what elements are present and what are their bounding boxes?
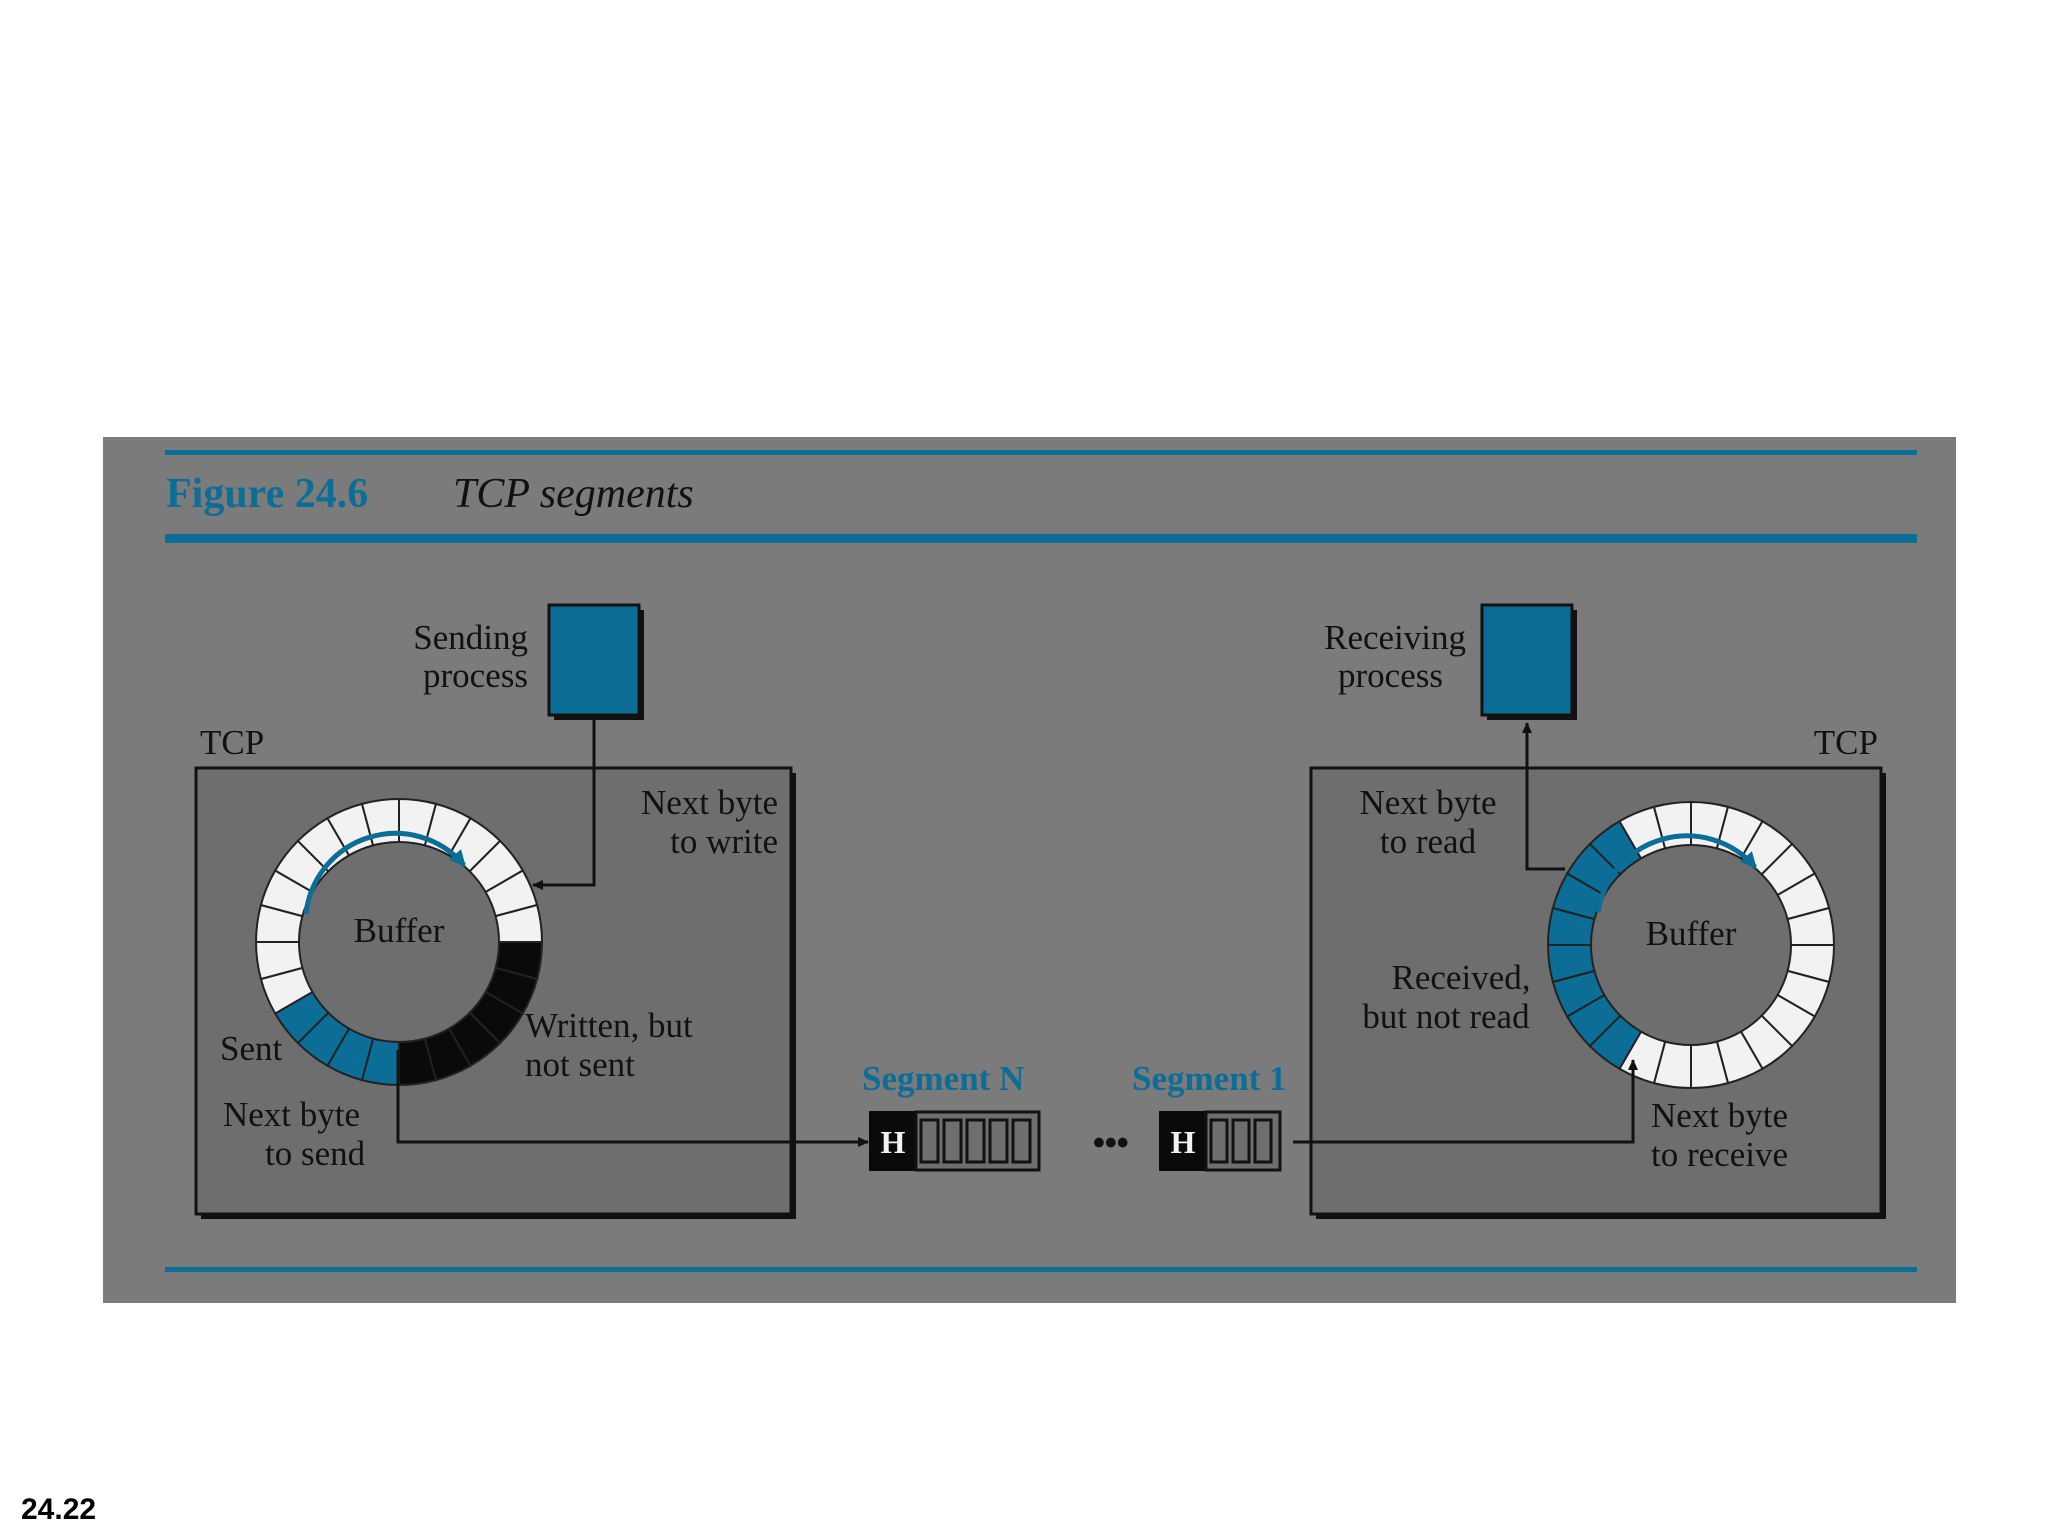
sender-buffer-arrow bbox=[303, 830, 466, 915]
sending-process-label-1: Sending bbox=[413, 618, 528, 657]
figure-panel: Figure 24.6 TCP segments TCP Sending pro… bbox=[103, 437, 1956, 1303]
sender-buffer-cell bbox=[494, 903, 544, 943]
sender-tcp-label: TCP bbox=[200, 723, 264, 762]
write-arrow bbox=[532, 715, 596, 890]
segment-1-data-cell bbox=[1253, 1118, 1273, 1164]
segment-n-header-label: H bbox=[881, 1124, 906, 1160]
sent-label: Sent bbox=[220, 1029, 283, 1068]
next-byte-to-read-2: to read bbox=[1380, 822, 1477, 861]
segment-n-data-cell bbox=[919, 1118, 940, 1164]
segment-n-data-cell bbox=[942, 1118, 963, 1164]
next-byte-to-receive-2: to receive bbox=[1651, 1135, 1788, 1174]
segment-ellipsis: ••• bbox=[1093, 1124, 1129, 1162]
segment-1-header-block bbox=[1159, 1111, 1207, 1171]
received-not-read-2: but not read bbox=[1362, 997, 1530, 1036]
segment-n: H bbox=[869, 1110, 1041, 1172]
segment-n-label: Segment N bbox=[862, 1059, 1024, 1098]
sender-buffer-ring bbox=[254, 797, 544, 1087]
bottom-rule bbox=[165, 1267, 1917, 1272]
receiver-buffer-ring bbox=[1546, 800, 1836, 1090]
receiving-process-label-1: Receiving bbox=[1324, 618, 1466, 657]
segment-n-data-cell bbox=[1011, 1118, 1032, 1164]
read-arrow bbox=[1522, 722, 1565, 871]
next-byte-to-write-2: to write bbox=[670, 822, 778, 861]
written-not-sent-1: Written, but bbox=[525, 1006, 693, 1045]
segment-n-header-block bbox=[869, 1111, 917, 1171]
receiver-buffer-label: Buffer bbox=[1646, 914, 1737, 953]
top-rule bbox=[165, 450, 1917, 455]
segment-1-label: Segment 1 bbox=[1132, 1059, 1287, 1098]
sender-buffer-label: Buffer bbox=[354, 911, 445, 950]
next-byte-to-read-1: Next byte bbox=[1359, 783, 1496, 822]
header-rule bbox=[165, 534, 1917, 543]
receiver-buffer-arrow bbox=[1595, 833, 1757, 913]
next-byte-to-receive-1: Next byte bbox=[1651, 1096, 1788, 1135]
figure-title: TCP segments bbox=[453, 471, 694, 517]
slide-number: 24.22 bbox=[21, 1493, 97, 1526]
receiver-buffer-cell bbox=[1786, 906, 1836, 946]
next-byte-to-write-1: Next byte bbox=[641, 783, 778, 822]
send-arrow bbox=[396, 1050, 869, 1147]
segment-1: H bbox=[1159, 1110, 1282, 1172]
receive-arrow bbox=[1293, 1059, 1638, 1144]
segment-1-data-cell bbox=[1209, 1118, 1229, 1164]
next-byte-to-send-2: to send bbox=[265, 1134, 366, 1173]
receiving-process-label-2: process bbox=[1338, 656, 1443, 695]
tcp-segments-diagram: Figure 24.6 TCP segments TCP Sending pro… bbox=[165, 450, 1917, 1272]
received-not-read-1: Received, bbox=[1392, 958, 1531, 997]
receiving-process-box bbox=[1480, 603, 1574, 717]
segment-n-data-cell bbox=[988, 1118, 1009, 1164]
written-not-sent-2: not sent bbox=[525, 1045, 635, 1084]
receiver-tcp-label: TCP bbox=[1814, 723, 1878, 762]
segment-n-data-cell bbox=[965, 1118, 986, 1164]
segment-1-header-label: H bbox=[1171, 1124, 1196, 1160]
sending-process-label-2: process bbox=[423, 656, 528, 695]
next-byte-to-send-1: Next byte bbox=[223, 1095, 360, 1134]
figure-number: Figure 24.6 bbox=[166, 471, 368, 517]
segment-1-data-cell bbox=[1231, 1118, 1251, 1164]
